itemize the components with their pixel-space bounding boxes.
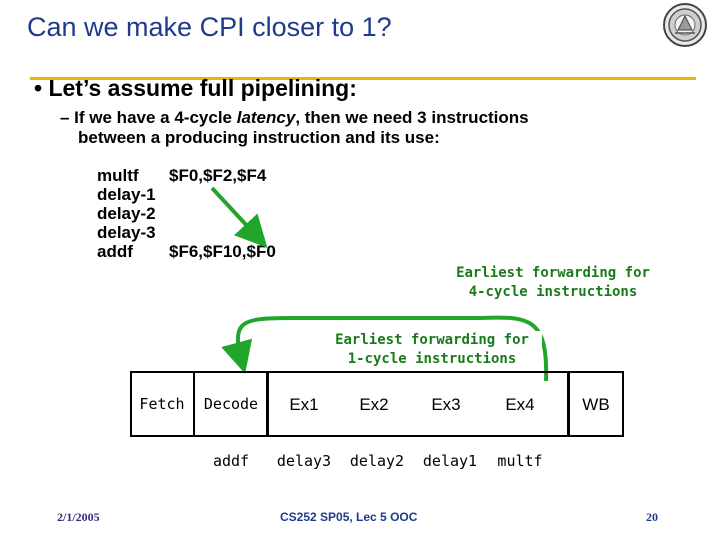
code-op: delay-1 [97,185,156,204]
slide-title: Can we make CPI closer to 1? [27,12,392,42]
footer-date: 2/1/2005 [57,510,100,524]
sub-bullet-line1: – If we have a 4-cycle latency, then we … [60,108,529,128]
footer-course: CS252 SP05, Lec 5 OOC [280,510,418,524]
sub-bullet-text-b: , then we need 3 instructions [295,108,529,127]
stage-ex2: Ex2 [359,395,389,414]
annotation-line: 4-cycle instructions [468,284,638,300]
stage-wb: WB [582,395,610,414]
code-op: multf [97,166,139,185]
code-op: addf [97,242,133,261]
annotation-line: 1-cycle instructions [347,351,517,367]
code-op: delay-2 [97,204,156,223]
forward-4cycle-label: Earliest forwarding for 4-cycle instruct… [444,264,662,302]
stage-decode: Decode [203,395,259,413]
inflight-delay3: delay3 [276,452,332,470]
sub-bullet-line2: between a producing instruction and its … [78,128,440,147]
code-op: delay-3 [97,223,156,242]
code-line: delay-3 [97,223,276,242]
code-line: delay-1 [97,185,276,204]
stage-ex4: Ex4 [505,395,535,414]
inflight-addf: addf [212,452,250,470]
bullet-text: Let’s assume full pipelining: [48,75,357,101]
forwarding-arrow-4cycle [210,186,268,248]
annotation-line: Earliest forwarding for [335,332,529,348]
inflight-delay1: delay1 [422,452,478,470]
code-line: multf $F0,$F2,$F4 [97,166,276,185]
code-args: $F0,$F2,$F4 [169,166,267,185]
title-rule [30,77,696,80]
inflight-delay2: delay2 [349,452,405,470]
forward-1cycle-label: Earliest forwarding for 1-cycle instruct… [322,331,542,369]
stage-divider [193,372,195,435]
footer-page-number: 20 [646,510,658,524]
latency-term: latency [236,108,296,127]
stage-ex1: Ex1 [289,395,319,414]
main-bullet: • Let’s assume full pipelining: [34,75,357,102]
sub-bullet: – If we have a 4-cycle latency, then we … [60,108,529,148]
university-seal-icon [663,3,707,47]
sub-bullet-text-a: – If we have a 4-cycle [60,108,237,127]
inflight-multf: multf [497,452,543,470]
bullet-dot: • [34,75,49,101]
stage-fetch: Fetch [139,395,185,413]
stage-ex3: Ex3 [431,395,461,414]
code-listing: multf $F0,$F2,$F4 delay-1 delay-2 delay-3… [97,166,276,261]
code-line: delay-2 [97,204,276,223]
pipeline-box-writeback [568,371,624,437]
annotation-line: Earliest forwarding for [456,265,650,281]
